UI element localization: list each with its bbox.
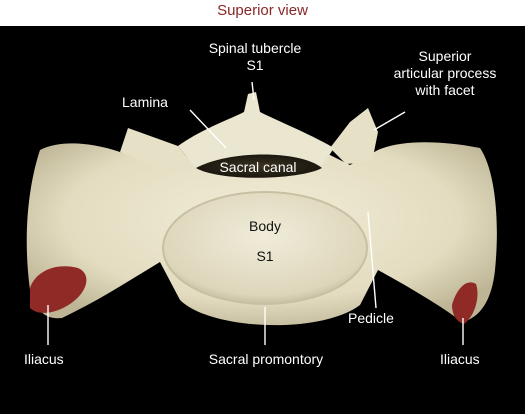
label-superior-articular: Superior articular process with facet bbox=[370, 48, 520, 99]
label-iliacus-left: Iliacus bbox=[24, 351, 64, 367]
lamina-arch bbox=[178, 92, 334, 168]
sacral-canal bbox=[196, 154, 322, 178]
label-iliacus-right: Iliacus bbox=[440, 351, 480, 367]
label-sacral-promontory: Sacral promontory bbox=[208, 351, 324, 367]
figure-title: Superior view bbox=[217, 2, 308, 19]
label-spinal-tubercle-level: S1 bbox=[246, 57, 264, 73]
iliacus-marker-left bbox=[30, 266, 87, 313]
leader-lines bbox=[47, 81, 464, 345]
right-articular-process bbox=[330, 108, 378, 164]
vertebral-body-rim bbox=[162, 191, 368, 305]
sacrum-illustration bbox=[26, 81, 497, 345]
label-spinal-tubercle: Spinal tubercle S1 bbox=[190, 40, 320, 74]
vertebral-body bbox=[163, 192, 367, 304]
label-body: Body S1 bbox=[225, 218, 305, 265]
sacrum-photo: Spinal tubercle S1 Superior articular pr… bbox=[0, 26, 525, 414]
leader-pedicle bbox=[367, 211, 377, 309]
leader-superior-articular bbox=[373, 111, 406, 131]
label-superior-articular-line3: with facet bbox=[415, 82, 475, 98]
label-pedicle: Pedicle bbox=[348, 310, 394, 326]
left-articular-process bbox=[120, 128, 196, 172]
label-superior-articular-line1: Superior bbox=[418, 48, 472, 64]
label-body-text: Body bbox=[249, 218, 281, 234]
leader-spinal-tubercle bbox=[251, 81, 255, 101]
leader-lamina bbox=[189, 109, 227, 149]
label-body-level: S1 bbox=[256, 248, 274, 264]
label-lamina: Lamina bbox=[122, 94, 168, 110]
iliacus-marker-right bbox=[452, 282, 478, 324]
label-superior-articular-line2: articular process bbox=[393, 65, 497, 81]
label-spinal-tubercle-text: Spinal tubercle bbox=[208, 40, 302, 56]
label-sacral-canal: Sacral canal bbox=[219, 159, 297, 175]
